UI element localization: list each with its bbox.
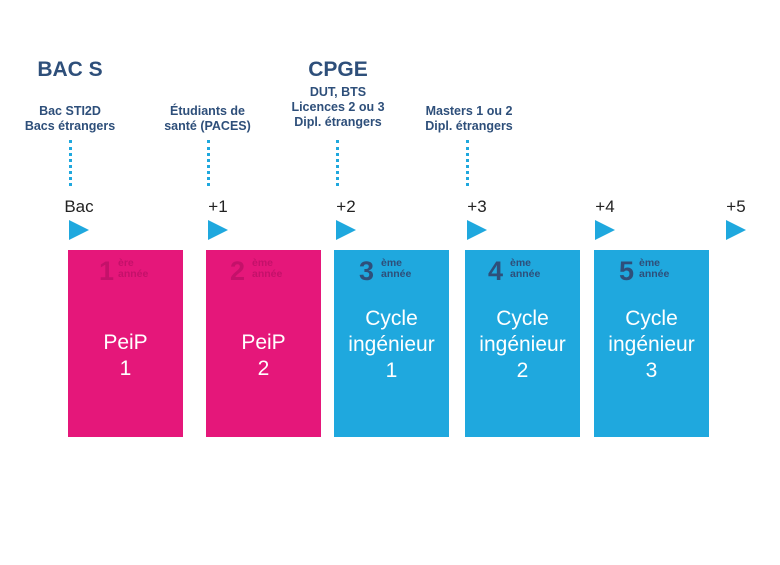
year-ordinal-suffix: ème (252, 257, 274, 269)
arrow-marker (726, 220, 746, 240)
tick-plus-3: +3 (467, 197, 487, 216)
year-number: 4 (488, 256, 504, 286)
year-program-label: Cycle ingénieur 2 (479, 307, 566, 382)
entry-masters-line: Masters 1 ou 2 (425, 104, 513, 118)
tick-bac: Bac (64, 197, 94, 216)
tick-plus-5: +5 (726, 197, 746, 216)
year-annee: année (510, 268, 541, 280)
year-program-label: Cycle ingénieur 3 (608, 307, 695, 382)
arrow-marker (208, 220, 228, 240)
tick-plus-1: +1 (208, 197, 228, 216)
year-box-2: 2 ème année PeiP 2 (206, 250, 321, 437)
connector-masters (466, 140, 469, 186)
year-program-label: PeiP 2 (241, 331, 286, 380)
year-ordinal-suffix: ère (118, 257, 134, 269)
year-number: 5 (619, 256, 635, 286)
entry-bac-s-title: BAC S (37, 58, 103, 81)
tick-plus-4: +4 (595, 197, 615, 216)
connector-paces (207, 140, 210, 186)
year-ordinal-suffix: ème (510, 257, 532, 269)
arrow-marker (595, 220, 615, 240)
year-annee: année (118, 268, 149, 280)
entry-paces-line: santé (PACES) (164, 119, 251, 133)
year-box-5: 5 ème année Cycle ingénieur 3 (594, 250, 709, 437)
entry-masters: Masters 1 ou 2 Dipl. étrangers (410, 104, 528, 134)
arrow-marker (467, 220, 487, 240)
entry-bac-s-sub-line: Bac STI2D (39, 104, 101, 118)
arrow-marker (336, 220, 356, 240)
year-number: 2 (230, 256, 246, 286)
entry-paces-line: Étudiants de (169, 104, 245, 118)
entry-cpge-sub-line: Dipl. étrangers (294, 115, 382, 129)
entry-bac-s-sub-line: Bacs étrangers (24, 119, 116, 133)
entry-cpge-sub-line: DUT, BTS (309, 85, 367, 99)
entry-cpge-title: CPGE (308, 58, 368, 81)
entry-masters-line: Dipl. étrangers (425, 119, 513, 133)
year-annee: année (381, 268, 412, 280)
tick-plus-2: +2 (336, 197, 356, 216)
year-program-label: PeiP 1 (103, 331, 148, 380)
entry-cpge-sub: DUT, BTS Licences 2 ou 3 Dipl. étrangers (278, 85, 398, 130)
entry-bac-s-sub: Bac STI2D Bacs étrangers (15, 104, 125, 134)
year-number: 1 (99, 256, 115, 286)
year-ordinal-suffix: ème (639, 257, 661, 269)
connector-cpge (336, 140, 339, 186)
year-program-label: Cycle ingénieur 1 (348, 307, 435, 382)
year-box-4: 4 ème année Cycle ingénieur 2 (465, 250, 580, 437)
connector-bac-s (69, 140, 72, 186)
year-box-3: 3 ème année Cycle ingénieur 1 (334, 250, 449, 437)
year-ordinal-suffix: ème (381, 257, 403, 269)
entry-cpge-sub-line: Licences 2 ou 3 (291, 100, 385, 114)
year-annee: année (639, 268, 670, 280)
year-number: 3 (359, 256, 375, 286)
year-box-1: 1 ère année PeiP 1 (68, 250, 183, 437)
year-annee: année (252, 268, 283, 280)
entry-paces: Étudiants de santé (PACES) (150, 104, 265, 134)
arrow-marker (69, 220, 89, 240)
